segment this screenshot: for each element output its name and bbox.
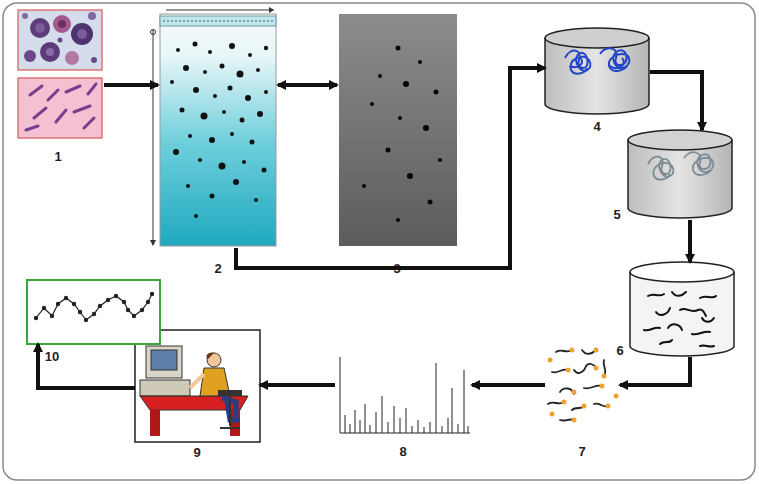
- digest-beaker: [630, 262, 734, 356]
- flow-arrow: [38, 344, 135, 388]
- computer-analysis: [135, 330, 260, 442]
- flow-arrow: [278, 83, 337, 87]
- callout-number: 1: [54, 150, 61, 163]
- callout-number: 3: [393, 262, 400, 275]
- process-panel: 2: [158, 12, 278, 248]
- micrograph-bacteria: [18, 78, 102, 138]
- process-panel: 6: [630, 262, 735, 357]
- outer-frame: [3, 3, 755, 480]
- callout-number: 5: [613, 208, 620, 221]
- flow-arrow: [650, 72, 702, 130]
- flow-arrow: [236, 68, 545, 268]
- callout-number: 4: [593, 120, 600, 133]
- denatured-beaker: [628, 130, 732, 218]
- process-panel: 10: [27, 280, 160, 344]
- micrograph-cells: [18, 10, 102, 70]
- process-panel: 4: [545, 28, 650, 114]
- peptide-sequence: [27, 280, 160, 344]
- callout-number: 2: [214, 262, 221, 275]
- gel-image: [339, 14, 457, 246]
- peptide-fragments: [548, 348, 619, 423]
- flow-arrow: [688, 220, 692, 262]
- flow-arrow: [260, 383, 335, 387]
- process-panel: 7: [545, 345, 620, 425]
- process-panel: 1: [16, 8, 104, 140]
- protein-beaker: [545, 28, 649, 114]
- callout-number: 7: [578, 445, 585, 458]
- process-panel: 5: [628, 130, 733, 220]
- flow-arrow: [104, 83, 158, 87]
- mass-spectrum: [340, 357, 470, 433]
- flow-arrow: [620, 357, 690, 385]
- callout-number: 6: [616, 344, 623, 357]
- callout-number: 9: [193, 446, 200, 459]
- process-panel: 3: [337, 12, 459, 248]
- process-panel: 8: [335, 355, 472, 437]
- flow-arrow: [472, 383, 545, 387]
- gel-2d: [150, 7, 276, 246]
- callout-number: 8: [399, 445, 406, 458]
- callout-number: 10: [45, 350, 59, 363]
- process-panel: 9: [135, 330, 260, 442]
